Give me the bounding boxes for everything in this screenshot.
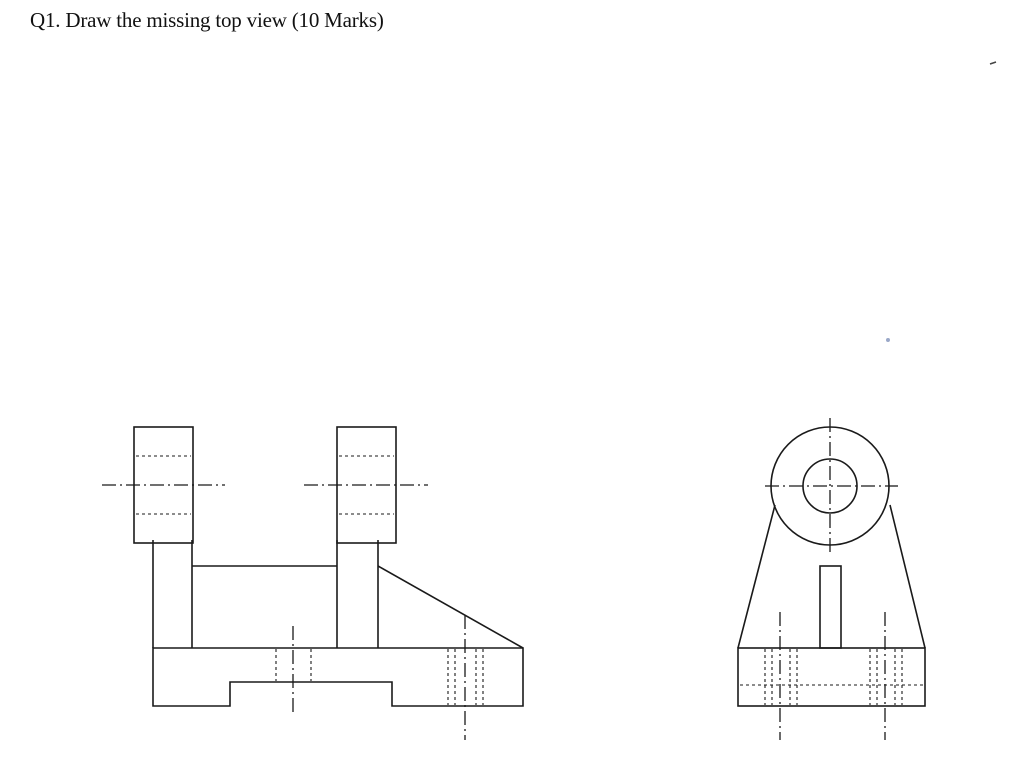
question-title: Q1. Draw the missing top view (10 Marks) (30, 8, 384, 32)
front-view (102, 426, 524, 740)
base-outline (152, 647, 524, 707)
center-hole-hidden (275, 626, 312, 712)
side-tapered-sides (737, 504, 926, 649)
side-base (737, 647, 926, 707)
right-hole-hidden (447, 615, 484, 740)
scan-mark (989, 61, 997, 65)
left-upright (152, 540, 193, 648)
side-web-rib (819, 565, 842, 649)
side-hidden-holes (740, 612, 923, 740)
right-upright (336, 540, 379, 648)
side-view (737, 418, 926, 740)
scan-speck (886, 338, 890, 342)
sloped-rib (377, 565, 524, 649)
